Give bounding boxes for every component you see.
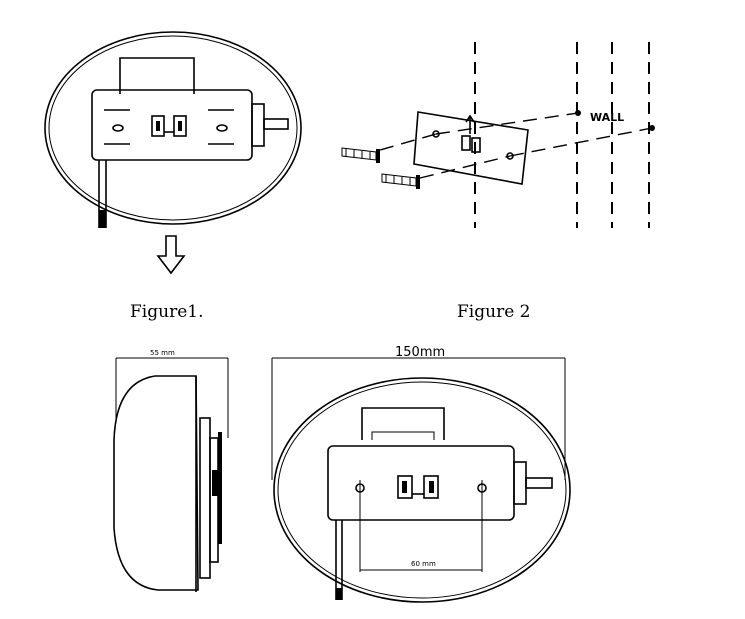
figure2-illustration (341, 42, 655, 228)
figure2-caption: Figure 2 (457, 302, 530, 322)
figure1-caption: Figure1. (130, 302, 203, 322)
side-dimension-label: 55 mm (150, 349, 175, 357)
figure1-illustration (44, 31, 302, 228)
hole-spacing-label: 60 mm (411, 560, 436, 568)
front-mounting-plate (327, 445, 515, 521)
down-arrow-icon (156, 235, 186, 275)
front-width-dimension-label: 150mm (395, 345, 445, 360)
wall-plate (413, 111, 529, 185)
side-view-illustration (113, 357, 229, 592)
front-view-illustration (271, 357, 571, 603)
wall-label: WALL (590, 111, 624, 124)
